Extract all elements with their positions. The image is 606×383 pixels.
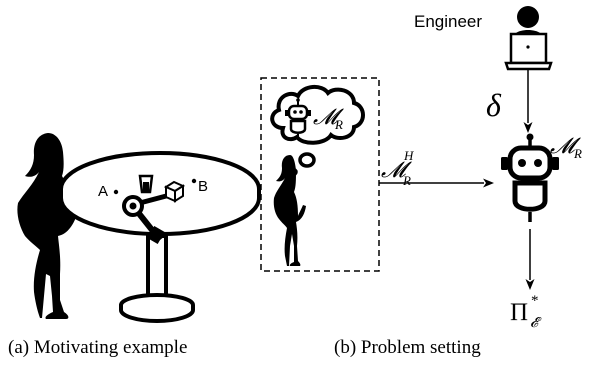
delta-label: δ xyxy=(486,87,502,123)
svg-text:R: R xyxy=(573,146,582,161)
svg-text:R: R xyxy=(334,117,343,132)
svg-text:𝓔: 𝓔 xyxy=(530,316,542,331)
point-b-dot xyxy=(191,178,197,184)
point-b-label: B xyxy=(198,178,208,195)
robot-small-icon xyxy=(285,98,311,138)
human-model-arrow xyxy=(379,178,494,188)
svg-text:*: * xyxy=(531,293,539,309)
caption-problem-setting: (b) Problem setting xyxy=(334,337,481,358)
block-icon xyxy=(163,180,186,203)
robot-arm-icon xyxy=(122,192,171,245)
point-a-label: A xyxy=(98,183,108,200)
model-robot-label: 𝓜 R xyxy=(550,133,582,161)
caption-motivating-example: (a) Motivating example xyxy=(8,337,188,358)
human-model-box xyxy=(260,77,380,272)
svg-text:H: H xyxy=(403,148,414,163)
policy-arrow xyxy=(525,229,535,290)
woman-silhouette-small-icon xyxy=(273,155,306,266)
woman-silhouette-left-icon xyxy=(17,133,88,319)
engineer-laptop-icon xyxy=(504,6,553,71)
delta-arrow xyxy=(523,70,533,133)
engineer-label: Engineer xyxy=(414,12,482,31)
thought-bubble-icon xyxy=(270,85,365,177)
svg-text:Π: Π xyxy=(510,299,528,326)
point-a-dot xyxy=(113,189,119,195)
model-human-label: 𝓜 R H xyxy=(381,148,414,188)
cup-icon xyxy=(138,174,154,194)
robot-icon xyxy=(501,133,559,222)
svg-text:R: R xyxy=(402,173,411,188)
policy-label: Π 𝓔 * xyxy=(510,293,542,331)
